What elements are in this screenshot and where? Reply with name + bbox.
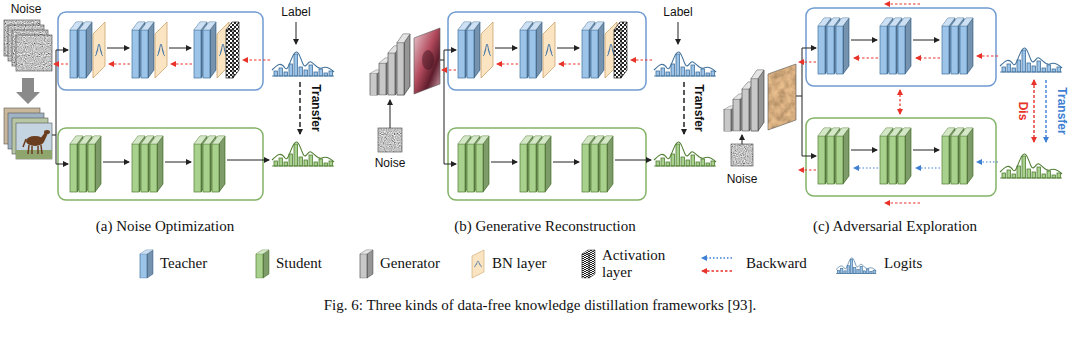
legend-text: Logits — [884, 255, 922, 272]
panel-generative-reconstruction — [370, 12, 716, 200]
legend-text: Generator — [380, 255, 440, 272]
input-label: Noise — [375, 157, 406, 171]
subcaption: (c) Adversarial Exploration — [813, 218, 977, 235]
legend-text: Activation layer — [602, 247, 682, 282]
input-label: Noise — [727, 173, 758, 187]
legend-symbols — [140, 250, 876, 278]
label-tag: Label — [281, 6, 310, 20]
panel-adversarial-exploration — [724, 4, 1062, 203]
transfer-label: Transfer — [1054, 87, 1068, 134]
figure-caption: Fig. 6: Three kinds of data-free knowled… — [324, 297, 757, 314]
dis-label: Dis — [1015, 102, 1029, 121]
legend-text: Backward — [746, 255, 807, 272]
legend-text: Student — [276, 255, 322, 272]
transfer-label: Transfer — [308, 84, 322, 131]
label-tag: Label — [663, 6, 692, 20]
transfer-label: Transfer — [691, 84, 705, 131]
panel-noise-optimization — [4, 12, 334, 200]
legend-text: Teacher — [160, 255, 207, 272]
legend-text: BN layer — [492, 255, 547, 272]
subcaption: (b) Generative Reconstruction — [454, 218, 636, 235]
subcaption: (a) Noise Optimization — [96, 218, 234, 235]
input-label: Noise — [11, 3, 42, 17]
